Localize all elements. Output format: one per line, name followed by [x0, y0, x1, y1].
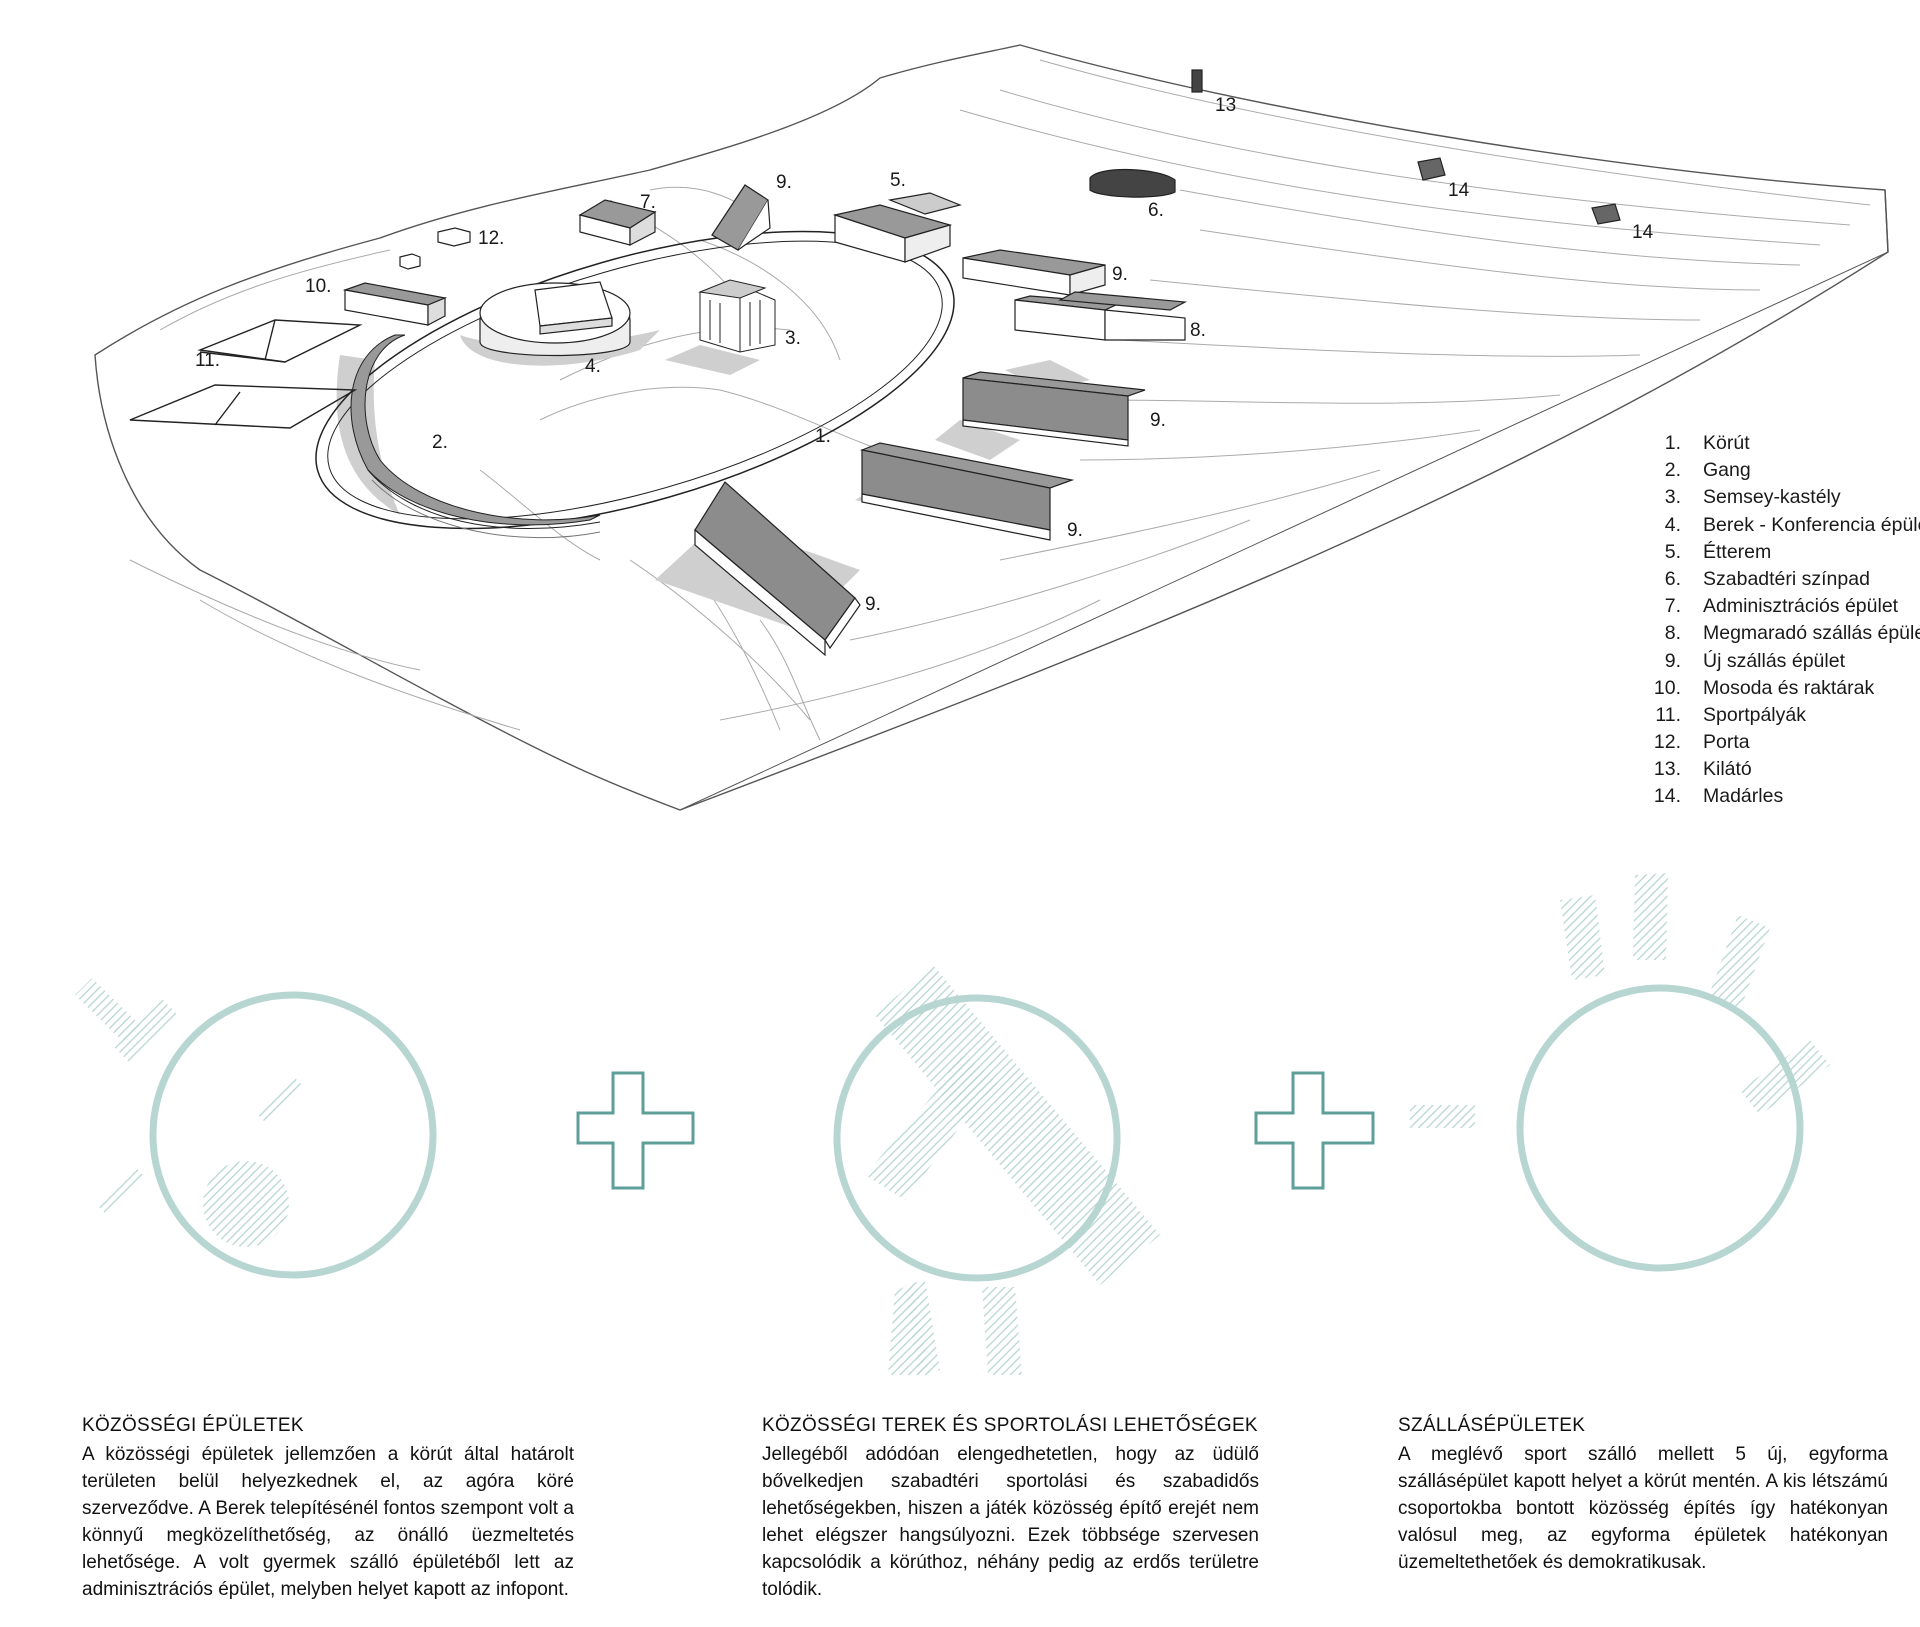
korut-ring — [315, 230, 955, 530]
legend-number: 14. — [1653, 785, 1681, 808]
label-8: 8. — [1190, 320, 1206, 341]
legend: 1. Körút 2. Gang 3. Semsey-kastély 4. Berek - K… — [1635, 432, 1920, 813]
legend-item: 5. Étterem — [1635, 541, 1920, 568]
legend-item: 4. Berek - Konferencia épület — [1635, 514, 1920, 541]
legend-number: 2. — [1664, 459, 1681, 482]
plus-sign-2 — [1254, 1071, 1375, 1190]
legend-number: 9. — [1664, 649, 1681, 672]
column-accommodation: SZÁLLÁSÉPÜLETEK A meglévő sport szálló m… — [1398, 1412, 1888, 1576]
contour-lines — [129, 59, 1871, 741]
legend-label: Semsey-kastély — [1703, 486, 1841, 509]
label-6: 6. — [1148, 200, 1164, 221]
legend-number: 3. — [1664, 486, 1681, 509]
column-community-buildings: KÖZÖSSÉGI ÉPÜLETEK A közösségi épületek … — [82, 1412, 574, 1603]
legend-label: Új szállás épület — [1703, 649, 1845, 672]
legend-label: Étterem — [1703, 540, 1772, 563]
legend-number: 5. — [1664, 540, 1681, 563]
legend-label: Szabadtéri színpad — [1703, 567, 1870, 590]
sports-fields — [129, 319, 363, 429]
label-3: 3. — [785, 328, 801, 349]
label-2: 2. — [432, 432, 448, 453]
label-9-d: 9. — [865, 594, 881, 615]
gang-walkway — [350, 334, 601, 539]
concept-diagrams — [75, 873, 1830, 1375]
legend-number: 6. — [1664, 567, 1681, 590]
legend-label: Berek - Konferencia épület — [1703, 513, 1920, 536]
legend-item: 1. Körút — [1635, 432, 1920, 459]
label-14a: 14 — [1448, 180, 1470, 201]
legend-item: 6. Szabadtéri színpad — [1635, 568, 1920, 595]
legend-item: 2. Gang — [1635, 459, 1920, 486]
label-14b: 14 — [1632, 222, 1654, 243]
legend-item: 7. Adminisztrációs épület — [1635, 595, 1920, 622]
small-buildings — [342, 69, 1621, 657]
diagram-community-spaces — [833, 965, 1160, 1375]
legend-number: 4. — [1664, 513, 1681, 536]
column-title: SZÁLLÁSÉPÜLETEK — [1398, 1415, 1586, 1436]
label-5: 5. — [890, 170, 906, 191]
terrain-slab — [94, 44, 1889, 811]
semsey-castle — [698, 279, 776, 353]
column-text: A közösségi épületek jellemzően a körút … — [82, 1444, 574, 1600]
legend-number: 11. — [1655, 703, 1681, 726]
legend-item: 14. Madárles — [1635, 785, 1920, 812]
label-7: 7. — [640, 192, 656, 213]
label-1: 1. — [815, 426, 831, 447]
label-11: 11. — [195, 350, 221, 371]
label-13: 13 — [1215, 95, 1237, 116]
legend-label: Porta — [1703, 731, 1750, 754]
legend-label: Adminisztrációs épület — [1703, 595, 1899, 618]
legend-number: 1. — [1664, 432, 1681, 454]
legend-item: 13. Kilátó — [1635, 758, 1920, 785]
legend-label: Gang — [1703, 459, 1751, 482]
legend-number: 8. — [1664, 622, 1681, 645]
legend-label: Madárles — [1703, 785, 1784, 808]
legend-label: Sportpályák — [1703, 703, 1806, 726]
label-10: 10. — [305, 276, 332, 297]
legend-item: 8. Megmaradó szállás épület — [1635, 622, 1920, 649]
column-community-spaces: KÖZÖSSÉGI TEREK ÉS SPORTOLÁSI LEHETŐSÉGE… — [762, 1412, 1259, 1603]
label-9-top: 9. — [776, 172, 792, 193]
site-plan-axonometry — [94, 44, 1889, 811]
column-title: KÖZÖSSÉGI ÉPÜLETEK — [82, 1415, 304, 1436]
label-4: 4. — [585, 356, 601, 377]
legend-number: 10. — [1653, 676, 1681, 699]
legend-item: 12. Porta — [1635, 731, 1920, 758]
legend-label: Mosoda és raktárak — [1703, 676, 1875, 699]
legend-label: Kilátó — [1703, 758, 1752, 781]
legend-number: 12. — [1653, 731, 1681, 754]
column-text: A meglévő sport szálló mellett 5 új, egy… — [1398, 1444, 1888, 1573]
legend-number: 13. — [1653, 758, 1681, 781]
column-title: KÖZÖSSÉGI TEREK ÉS SPORTOLÁSI LEHETŐSÉGE… — [762, 1415, 1258, 1436]
label-12: 12. — [478, 228, 505, 249]
legend-number: 7. — [1664, 595, 1681, 618]
legend-item: 10. Mosoda és raktárak — [1635, 677, 1920, 704]
legend-item: 9. Új szállás épület — [1635, 650, 1920, 677]
column-text: Jellegéből adódóan elengedhetetlen, hogy… — [762, 1444, 1259, 1600]
label-9-b: 9. — [1150, 410, 1166, 431]
diagram-community-buildings — [75, 978, 437, 1279]
legend-label: Megmaradó szállás épület — [1703, 622, 1920, 645]
legend-item: 11. Sportpályák — [1635, 704, 1920, 731]
label-9-c: 9. — [1067, 520, 1083, 541]
legend-item: 3. Semsey-kastély — [1635, 486, 1920, 513]
legend-label: Körút — [1703, 432, 1750, 454]
plus-sign-1 — [576, 1071, 695, 1190]
label-9-a: 9. — [1112, 264, 1128, 285]
diagram-accommodation — [1410, 873, 1830, 1272]
berek-conference-building — [479, 281, 631, 357]
